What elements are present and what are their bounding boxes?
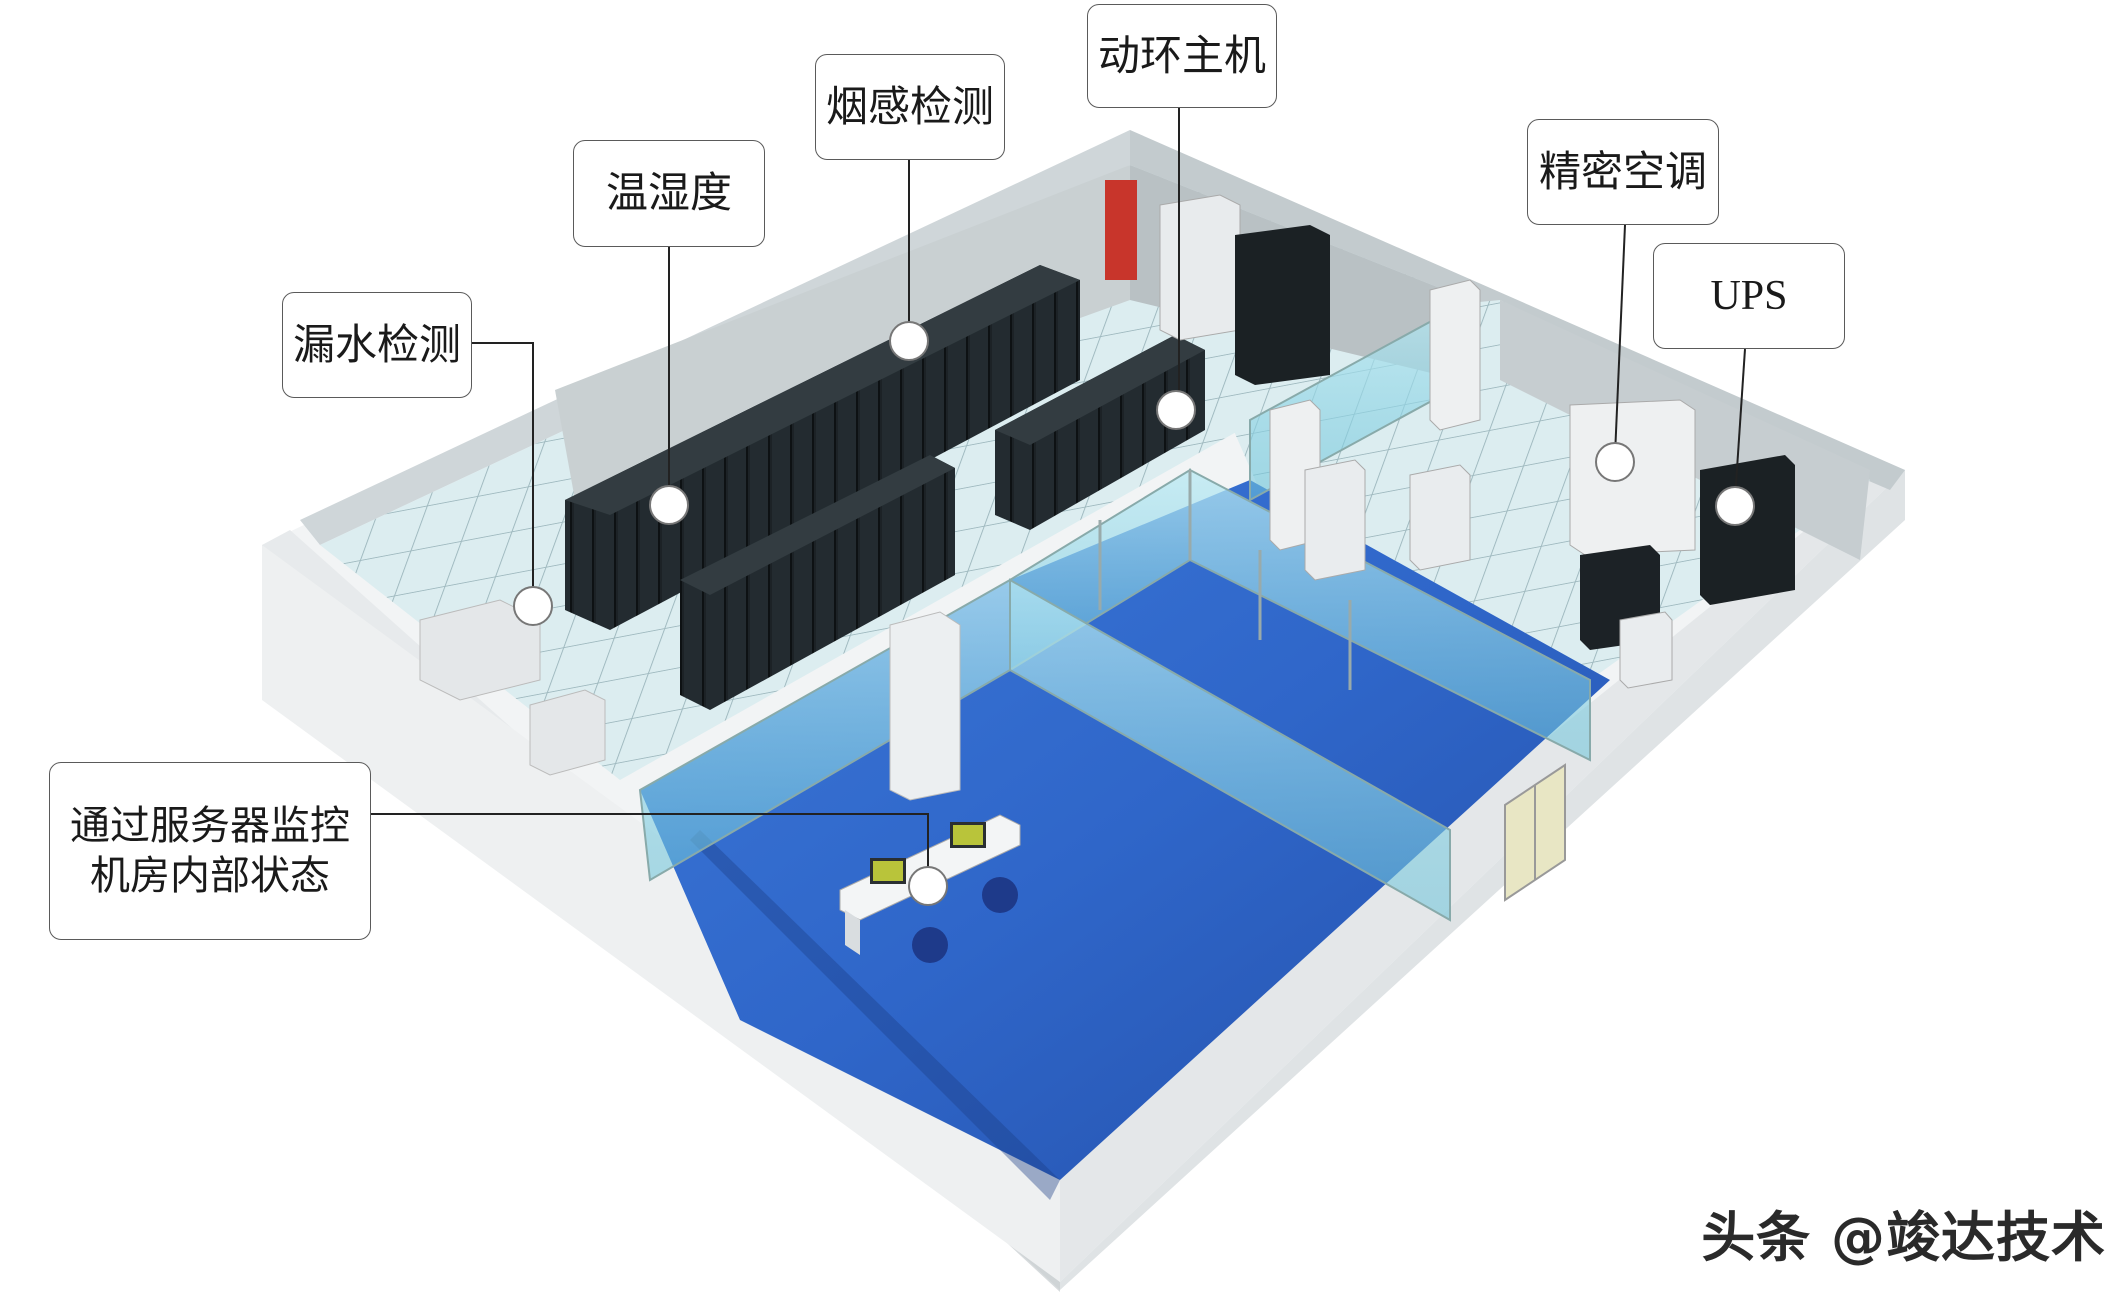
smoke-detection-label: 烟感检测 [815, 54, 1005, 160]
precision-ac-label: 精密空调 [1527, 119, 1719, 225]
smoke-sensor-dot [889, 321, 929, 361]
ups-dot [1715, 486, 1755, 526]
temp-humidity-label: 温湿度 [573, 140, 765, 247]
ups-label: UPS [1653, 243, 1845, 349]
server-monitoring-label-line1: 通过服务器监控 [70, 803, 350, 849]
server-monitoring-label-line2: 机房内部状态 [90, 853, 330, 899]
monitor-console-dot [908, 866, 948, 906]
env-host-dot [1156, 390, 1196, 430]
precision-ac-dot [1595, 442, 1635, 482]
watermark: 头条 @竣达技术 [1701, 1206, 2106, 1269]
sensor-dots [513, 321, 1755, 906]
leak-sensor-dot [513, 586, 553, 626]
server-monitoring-label: 通过服务器监控 机房内部状态 [49, 762, 371, 940]
left-storage-cabinets [419, 599, 961, 801]
callout-connectors [371, 104, 1746, 880]
leak-detection-label: 漏水检测 [282, 292, 472, 398]
temp-humidity-sensor-dot [649, 485, 689, 525]
env-host-label: 动环主机 [1087, 4, 1277, 108]
entrance-door [1504, 763, 1566, 902]
server-rack-rows [565, 265, 1205, 710]
